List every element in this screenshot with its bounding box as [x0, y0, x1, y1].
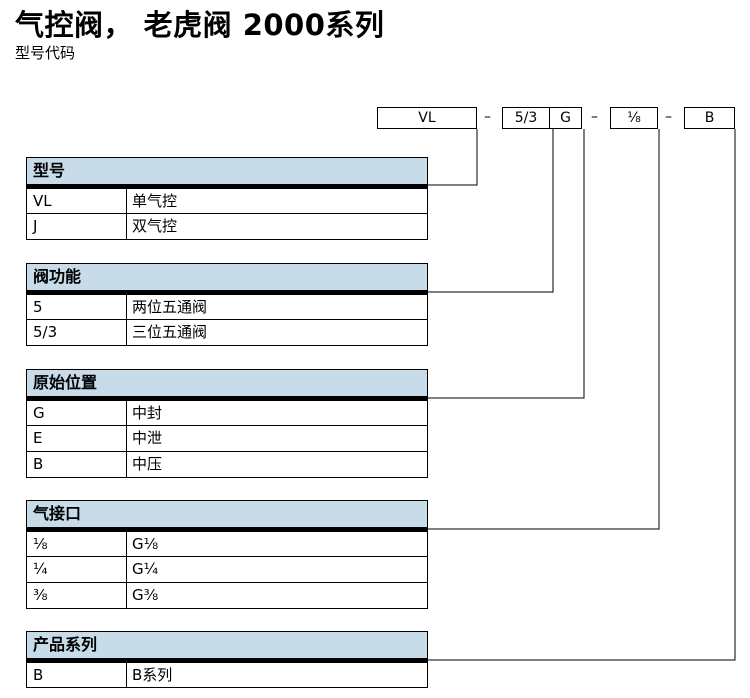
group-valve-function: 阀功能 5 两位五通阀 5/3 三位五通阀	[26, 263, 428, 346]
group-title: 原始位置	[26, 369, 428, 400]
row-desc: 双气控	[132, 217, 178, 235]
row-code: J	[27, 214, 127, 239]
row-code: B	[27, 663, 127, 687]
row-desc: 中封	[132, 404, 163, 422]
row-code: 5/3	[27, 320, 127, 345]
code-segment-series: B	[684, 107, 735, 129]
code-segment-position: G	[549, 107, 582, 129]
row-code: VL	[27, 189, 127, 213]
row-code: ⅛	[27, 532, 127, 556]
page-subtitle: 型号代码	[15, 44, 76, 62]
table-row: VL 单气控	[26, 188, 428, 214]
connector-port	[428, 129, 660, 530]
page-title: 气控阀， 老虎阀 2000系列	[15, 8, 385, 42]
table-row: J 双气控	[26, 214, 428, 240]
row-desc: B系列	[132, 666, 173, 684]
row-desc: 三位五通阀	[132, 323, 208, 341]
table-row: G 中封	[26, 400, 428, 426]
row-code: E	[27, 426, 127, 451]
code-separator: –	[484, 109, 491, 125]
row-desc: 中压	[132, 455, 163, 473]
group-model: 型号 VL 单气控 J 双气控	[26, 157, 428, 240]
code-separator: –	[665, 109, 672, 125]
row-code: 5	[27, 295, 127, 319]
code-separator: –	[591, 109, 598, 125]
row-code: ⅜	[27, 583, 127, 608]
group-initial-position: 原始位置 G 中封 E 中泄 B 中压	[26, 369, 428, 478]
code-segment-model: VL	[377, 107, 477, 129]
group-title: 型号	[26, 157, 428, 188]
connector-model	[428, 129, 478, 186]
table-row: ⅜ G⅜	[26, 583, 428, 609]
row-desc: G⅛	[132, 535, 159, 553]
connector-function	[428, 129, 554, 293]
row-code: G	[27, 401, 127, 425]
table-row: 5 两位五通阀	[26, 294, 428, 320]
connector-series	[428, 129, 736, 661]
table-row: ¼ G¼	[26, 557, 428, 583]
group-title: 气接口	[26, 500, 428, 531]
row-desc: 两位五通阀	[132, 298, 208, 316]
code-segment-port: ⅛	[610, 107, 658, 129]
table-row: ⅛ G⅛	[26, 531, 428, 557]
group-product-series: 产品系列 B B系列	[26, 631, 428, 688]
row-desc: G¼	[132, 560, 159, 578]
table-row: B B系列	[26, 662, 428, 688]
group-air-port: 气接口 ⅛ G⅛ ¼ G¼ ⅜ G⅜	[26, 500, 428, 609]
code-segment-function: 5/3	[502, 107, 550, 129]
row-desc: G⅜	[132, 586, 159, 604]
row-desc: 单气控	[132, 192, 178, 210]
table-row: B 中压	[26, 452, 428, 478]
connector-position	[428, 129, 585, 399]
table-row: 5/3 三位五通阀	[26, 320, 428, 346]
group-title: 阀功能	[26, 263, 428, 294]
row-desc: 中泄	[132, 429, 163, 447]
table-row: E 中泄	[26, 426, 428, 452]
row-code: B	[27, 452, 127, 477]
row-code: ¼	[27, 557, 127, 582]
group-title: 产品系列	[26, 631, 428, 662]
